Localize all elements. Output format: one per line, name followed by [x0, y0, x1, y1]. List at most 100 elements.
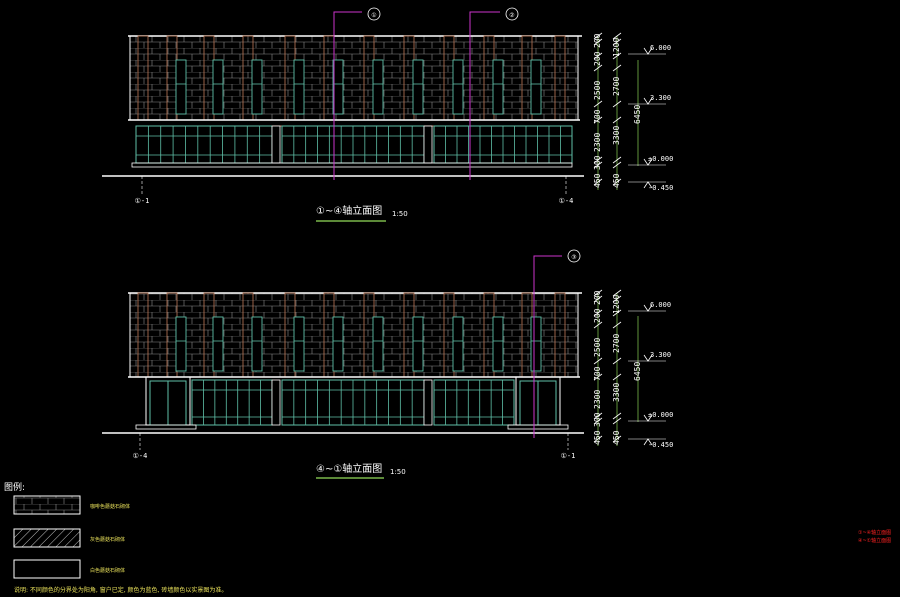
bottom-title: ④~①轴立面图	[316, 462, 382, 475]
top-elevation: ①-1 ①-4 ① ② ①~④轴立面图 1:50	[102, 7, 584, 222]
dimension-tick	[612, 100, 622, 108]
brick-pier	[203, 292, 215, 378]
legend-label-white: 白色蘑菇石砌体	[90, 567, 125, 574]
upper-window	[332, 316, 344, 372]
upper-window	[175, 316, 187, 372]
svg-text:2700: 2700	[612, 334, 621, 353]
svg-text:3.300: 3.300	[650, 351, 671, 359]
dimension-tick	[612, 412, 622, 420]
svg-text:200: 200	[593, 290, 602, 305]
svg-text:2500: 2500	[593, 81, 602, 100]
bottom-grid-right: ①-1	[561, 452, 576, 460]
svg-text:±0.000: ±0.000	[648, 411, 673, 419]
brick-pier	[554, 292, 566, 378]
svg-text:6450: 6450	[633, 362, 642, 381]
brick-pier	[554, 35, 566, 121]
bottom-elevation: ①-4 ①-1 ③ ④~①轴立面图 1:50	[102, 249, 584, 479]
upper-window	[372, 316, 384, 372]
left-entrance-door	[145, 376, 191, 426]
dimension-tick	[593, 178, 603, 186]
top-elevation-marks: 6.000 3.300 ±0.000 -0.450	[628, 44, 673, 192]
dimension-tick	[593, 100, 603, 108]
brick-pier	[284, 292, 296, 378]
svg-text:2300: 2300	[593, 133, 602, 152]
brick-pier	[403, 292, 415, 378]
svg-text:300: 300	[593, 412, 602, 427]
svg-text:700: 700	[593, 109, 602, 124]
dimension-tick	[612, 161, 622, 169]
brick-pier	[443, 35, 455, 121]
side-note-1: ①~④轴立面图	[858, 529, 891, 536]
dimension-tick	[612, 116, 622, 124]
upper-window	[293, 316, 305, 372]
legend-swatch-white	[13, 559, 81, 579]
bottom-upper-windows	[175, 316, 542, 372]
legend: 图例: 咖啡色蘑菇石砌体 灰色蘑菇石砌体 白色蘑菇石砌体 说明: 不同颜色的分界…	[4, 481, 227, 594]
right-entrance-door	[515, 376, 561, 426]
side-notes: ①~④轴立面图 ④~①轴立面图	[858, 529, 891, 544]
brick-pier	[521, 35, 533, 121]
legend-heading: 图例:	[4, 481, 25, 493]
dimension-tick	[593, 373, 603, 381]
dimension-tick	[612, 52, 622, 60]
dimension-tick	[593, 156, 603, 164]
bottom-callout: ③	[571, 254, 576, 261]
dimension-tick	[593, 309, 603, 317]
column	[423, 125, 433, 164]
svg-text:200: 200	[593, 51, 602, 66]
dimension-tick	[593, 161, 603, 169]
legend-label-brown: 咖啡色蘑菇石砌体	[90, 503, 130, 510]
svg-text:2700: 2700	[612, 77, 621, 96]
dimension-tick	[612, 295, 622, 303]
svg-text:450: 450	[593, 173, 602, 188]
brick-pier	[483, 292, 495, 378]
upper-window	[251, 316, 263, 372]
dimension-tick	[593, 52, 603, 60]
dimension-tick	[593, 435, 603, 443]
upper-window	[293, 59, 305, 115]
svg-text:3.300: 3.300	[650, 94, 671, 102]
top-grid-left: ①-1	[135, 197, 150, 205]
dimension-tick	[593, 38, 603, 46]
svg-text:450: 450	[593, 430, 602, 445]
glazed-bay	[433, 379, 515, 426]
upper-window	[212, 59, 224, 115]
dimension-tick	[593, 321, 603, 329]
brick-pier	[323, 292, 335, 378]
svg-text:450: 450	[612, 173, 621, 188]
dimension-tick	[593, 289, 603, 297]
svg-text:6.000: 6.000	[650, 301, 671, 309]
dimension-tick	[612, 373, 622, 381]
legend-label-grey: 灰色蘑菇石砌体	[90, 536, 125, 543]
brick-pier	[483, 35, 495, 121]
bottom-elevation-marks: 6.000 3.300 ±0.000 -0.450	[628, 301, 673, 449]
svg-text:2300: 2300	[593, 390, 602, 409]
bottom-brick-wall	[129, 292, 579, 378]
upper-window	[530, 59, 542, 115]
top-title: ①~④轴立面图	[316, 204, 382, 217]
svg-text:1200: 1200	[612, 295, 621, 314]
top-upper-windows	[175, 59, 542, 115]
brick-pier	[242, 292, 254, 378]
upper-window	[251, 59, 263, 115]
glazed-bay	[281, 125, 425, 164]
top-callout-a: ①	[371, 12, 376, 19]
top-callout-b: ②	[509, 12, 514, 19]
brick-pier	[363, 292, 375, 378]
svg-text:-0.450: -0.450	[648, 441, 673, 449]
dimension-tick	[593, 417, 603, 425]
svg-text:3300: 3300	[612, 126, 621, 145]
dimension-tick	[593, 32, 603, 40]
dimension-tick	[612, 435, 622, 443]
svg-text:3300: 3300	[612, 383, 621, 402]
top-ground-glazing	[135, 125, 573, 164]
dimension-tick	[612, 321, 622, 329]
upper-window	[332, 59, 344, 115]
dimension-tick	[593, 295, 603, 303]
legend-swatch-grey	[13, 528, 81, 548]
svg-text:±0.000: ±0.000	[648, 155, 673, 163]
upper-window	[492, 316, 504, 372]
brick-pier	[521, 292, 533, 378]
dimension-tick	[593, 412, 603, 420]
